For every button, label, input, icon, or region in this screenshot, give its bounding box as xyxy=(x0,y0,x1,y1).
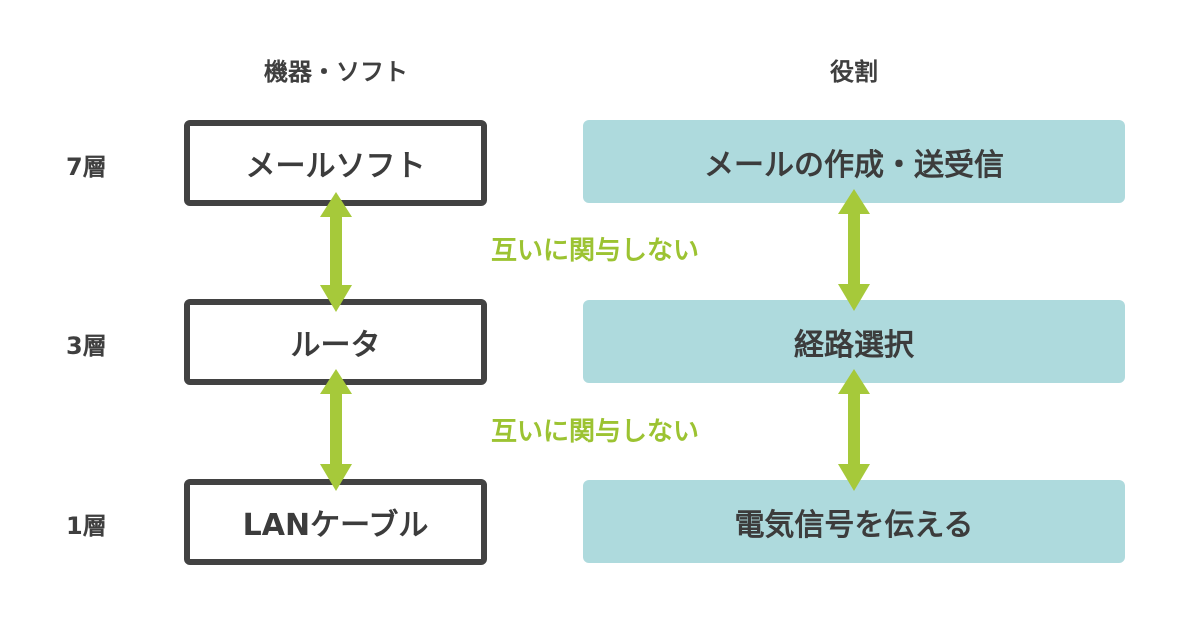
column-header-devices: 機器・ソフト xyxy=(264,58,408,86)
double-arrow-device-lower xyxy=(320,369,352,491)
column-header-roles: 役割 xyxy=(830,58,878,86)
double-arrow-role-lower xyxy=(838,369,870,491)
double-arrow-role-upper xyxy=(838,189,870,311)
independence-note-upper: 互いに関与しない xyxy=(491,236,700,266)
layer-label-1: 1層 xyxy=(66,512,107,540)
double-arrow-device-upper xyxy=(320,192,352,312)
independence-note-lower: 互いに関与しない xyxy=(491,417,700,447)
layer-label-7: 7層 xyxy=(66,153,107,181)
role-box-signal: 電気信号を伝える xyxy=(583,480,1125,563)
layer-label-3: 3層 xyxy=(66,332,107,360)
